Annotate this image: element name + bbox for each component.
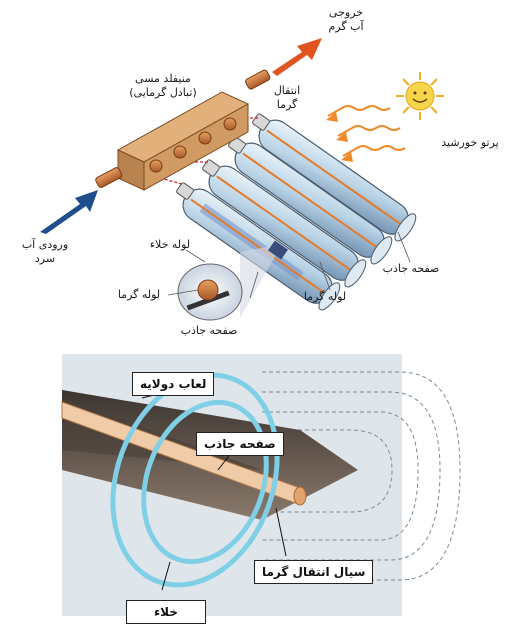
heat-pipe-label: لوله گرما [303, 290, 347, 303]
vacuum-label: خلاء [126, 600, 206, 624]
heat-transfer-line1: انتقال [273, 84, 301, 97]
copper-manifold [116, 91, 250, 191]
vacuum-tubes [182, 119, 417, 311]
double-glass-label: لعاب دولایه [132, 372, 215, 396]
cold-water-arrow [40, 190, 98, 234]
heat-pipe-inset-label: لوله گرما [117, 288, 161, 301]
solar-ray-arrows [327, 105, 406, 157]
sun-icon [396, 72, 444, 120]
hot-water-out-line1: خروجی [328, 6, 364, 19]
vacuum-tube-label: لوله خلاء [149, 238, 191, 251]
hot-water-out-line2: آب گرم [328, 20, 364, 33]
solar-ray-heads [326, 112, 353, 162]
heat-fluid-label: سیال انتقال گرما [254, 560, 374, 584]
heat-transfer-line2: گرما [276, 98, 298, 111]
heat-transfer-label: انتقال گرما [262, 84, 312, 112]
bottom-cutaway [61, 354, 461, 616]
cold-water-in-line1: ورودی آب [21, 238, 69, 251]
manifold-pipes [95, 69, 271, 188]
manifold-line1: منیفلد مسی [135, 72, 191, 85]
absorber-label: صفحه جاذب [382, 262, 440, 275]
cold-water-in-label: ورودی آب سرد [10, 238, 80, 266]
manifold-line2: (تبادل گرمایی) [129, 86, 197, 99]
top-leader-lines [167, 231, 411, 299]
inset-detail [177, 240, 288, 321]
hot-water-out-label: خروجی آب گرم [316, 6, 376, 34]
manifold-label: منیفلد مسی (تبادل گرمایی) [118, 72, 208, 100]
bottom-absorber-label: صفحه جاذب [196, 432, 284, 456]
solar-rays-label: پرتو خورشید [441, 136, 499, 149]
hot-water-arrow [272, 38, 322, 76]
absorber-inset-label: صفحه جاذب [180, 324, 238, 337]
cold-water-in-line2: سرد [34, 252, 56, 265]
